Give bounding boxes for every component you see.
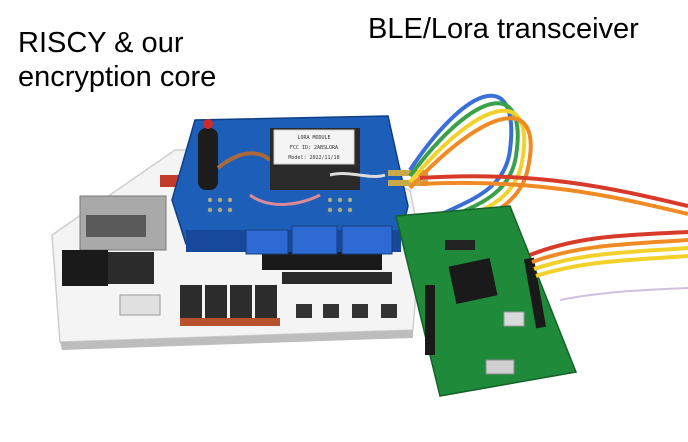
riscy-caption-line-1: RISCY & our: [18, 27, 184, 59]
slide-switches: [180, 285, 280, 326]
transceiver-caption: BLE/Lora transceiver: [368, 13, 639, 45]
ble-board: [395, 205, 578, 397]
mcu-chip: [448, 258, 498, 304]
push-buttons: [296, 304, 397, 318]
riscy-caption-line-2: encryption core: [18, 61, 217, 93]
power-jack: [62, 250, 108, 286]
riscy-caption: RISCY & our encryption core: [18, 26, 216, 94]
blue-shield: LORA MODULE FCC ID: 2ABSLORA Model: 2022…: [171, 115, 428, 255]
antenna: [198, 119, 218, 190]
sticker-line-2: FCC ID: 2ABSLORA: [290, 145, 338, 151]
side-wires: [529, 230, 688, 301]
lora-module: LORA MODULE FCC ID: 2ABSLORA Model: 2022…: [270, 128, 360, 190]
sticker-line-3: Model: 2022/11/18: [288, 155, 339, 161]
usb-port: [485, 359, 515, 375]
sticker-line-1: LORA MODULE: [297, 135, 330, 141]
ribbon-wires: [408, 93, 688, 232]
